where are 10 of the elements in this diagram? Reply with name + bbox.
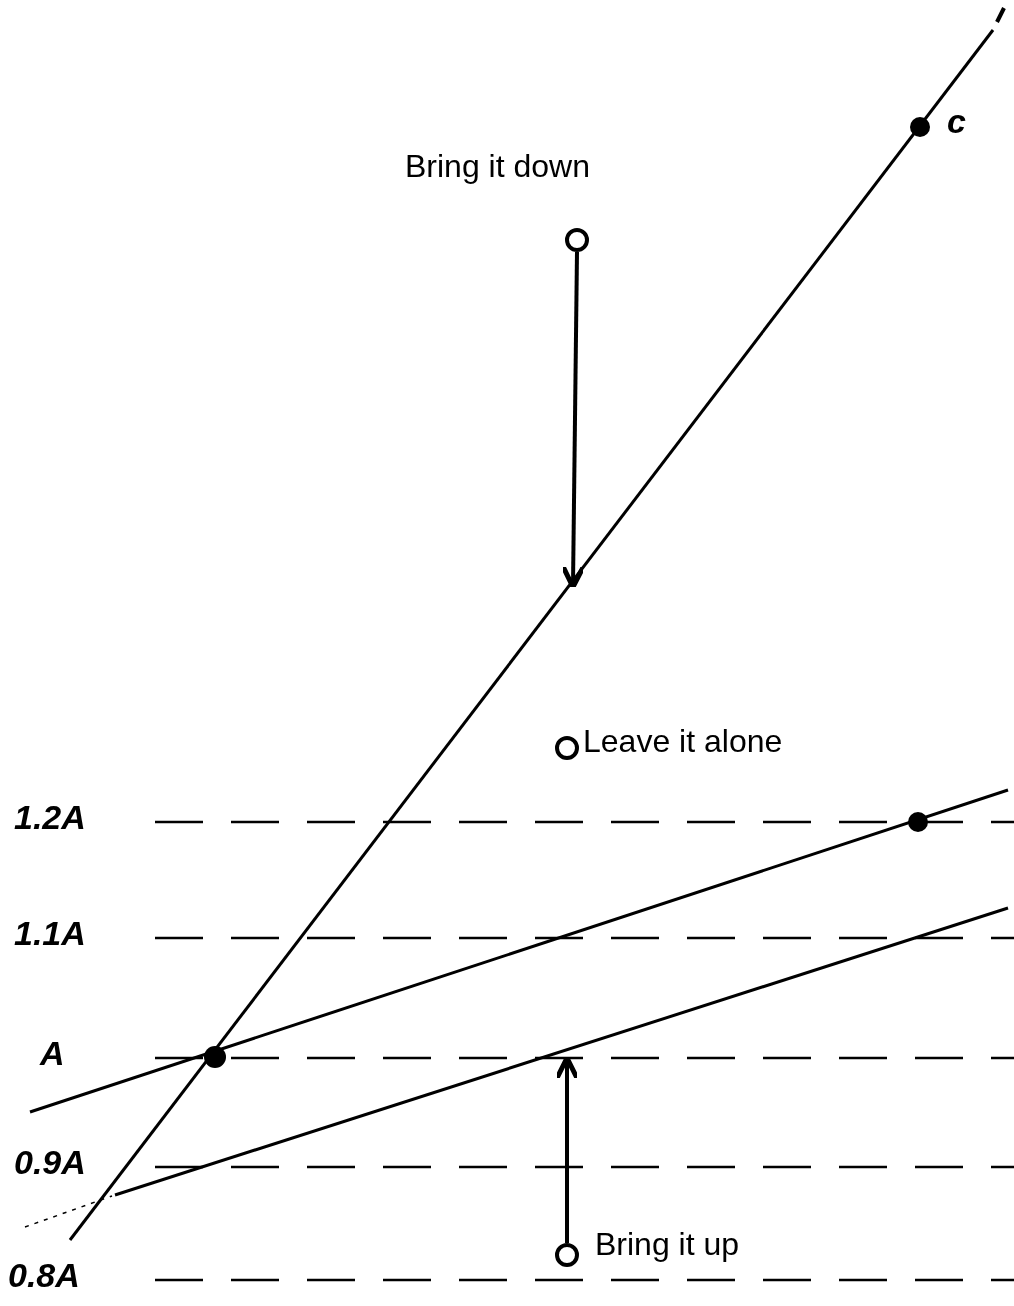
level-label: A: [40, 1036, 65, 1070]
level-label: 1.2A: [14, 800, 86, 834]
level-label: 1.1A: [14, 916, 86, 950]
level-label: 0.8A: [8, 1258, 80, 1292]
node-label: Bring it down: [405, 150, 590, 182]
node-label: Leave it alone: [583, 725, 783, 757]
arrow: [560, 251, 586, 590]
point-label: c: [947, 104, 966, 138]
level-label: 0.9A: [14, 1145, 86, 1179]
node-label: Bring it up: [595, 1228, 740, 1260]
